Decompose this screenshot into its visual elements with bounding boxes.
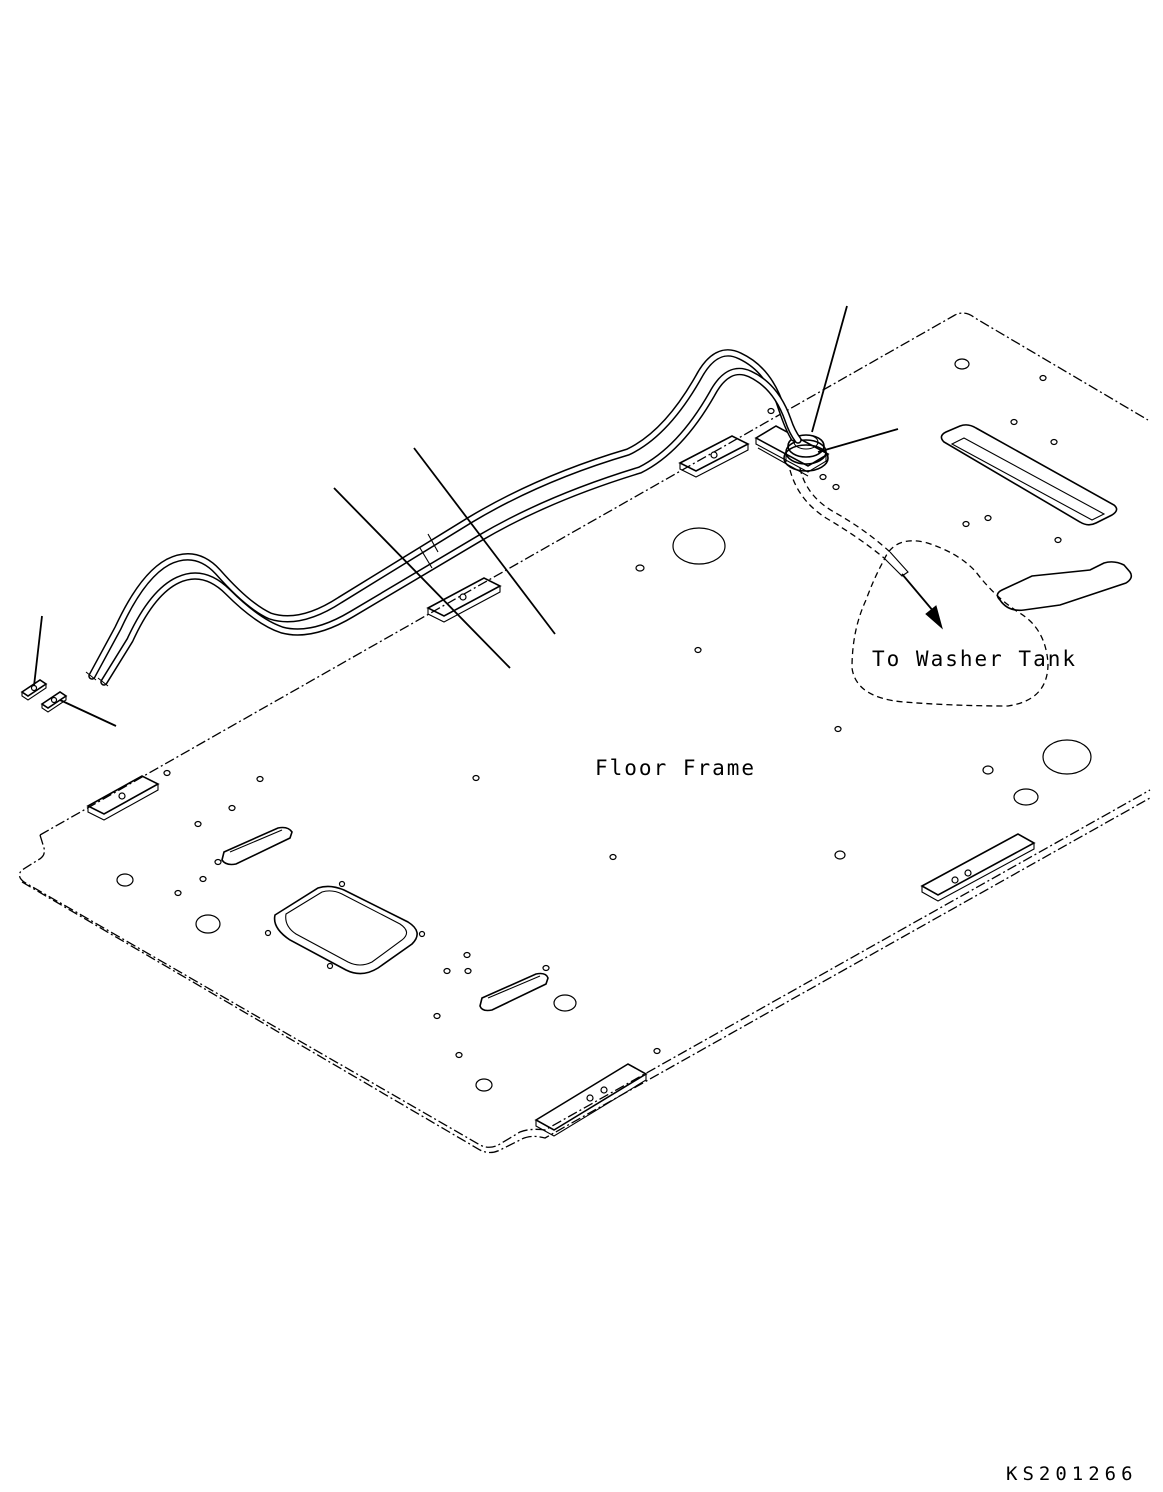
drawing-code: KS201266 (1006, 1463, 1138, 1485)
leader-lines (33, 305, 899, 727)
floor-frame-label: Floor Frame (595, 756, 756, 780)
hose-clips (20, 679, 68, 713)
washer-tank-cloud (851, 540, 1049, 707)
washer-tank-label: To Washer Tank (872, 647, 1077, 671)
frame-holes (116, 358, 1092, 1092)
frame-slots (221, 424, 1133, 1012)
washer-hoses (85, 349, 943, 687)
mounting-tabs (86, 435, 1036, 1137)
floor-frame-outline (18, 312, 1151, 1154)
hose-grommet (754, 425, 830, 477)
